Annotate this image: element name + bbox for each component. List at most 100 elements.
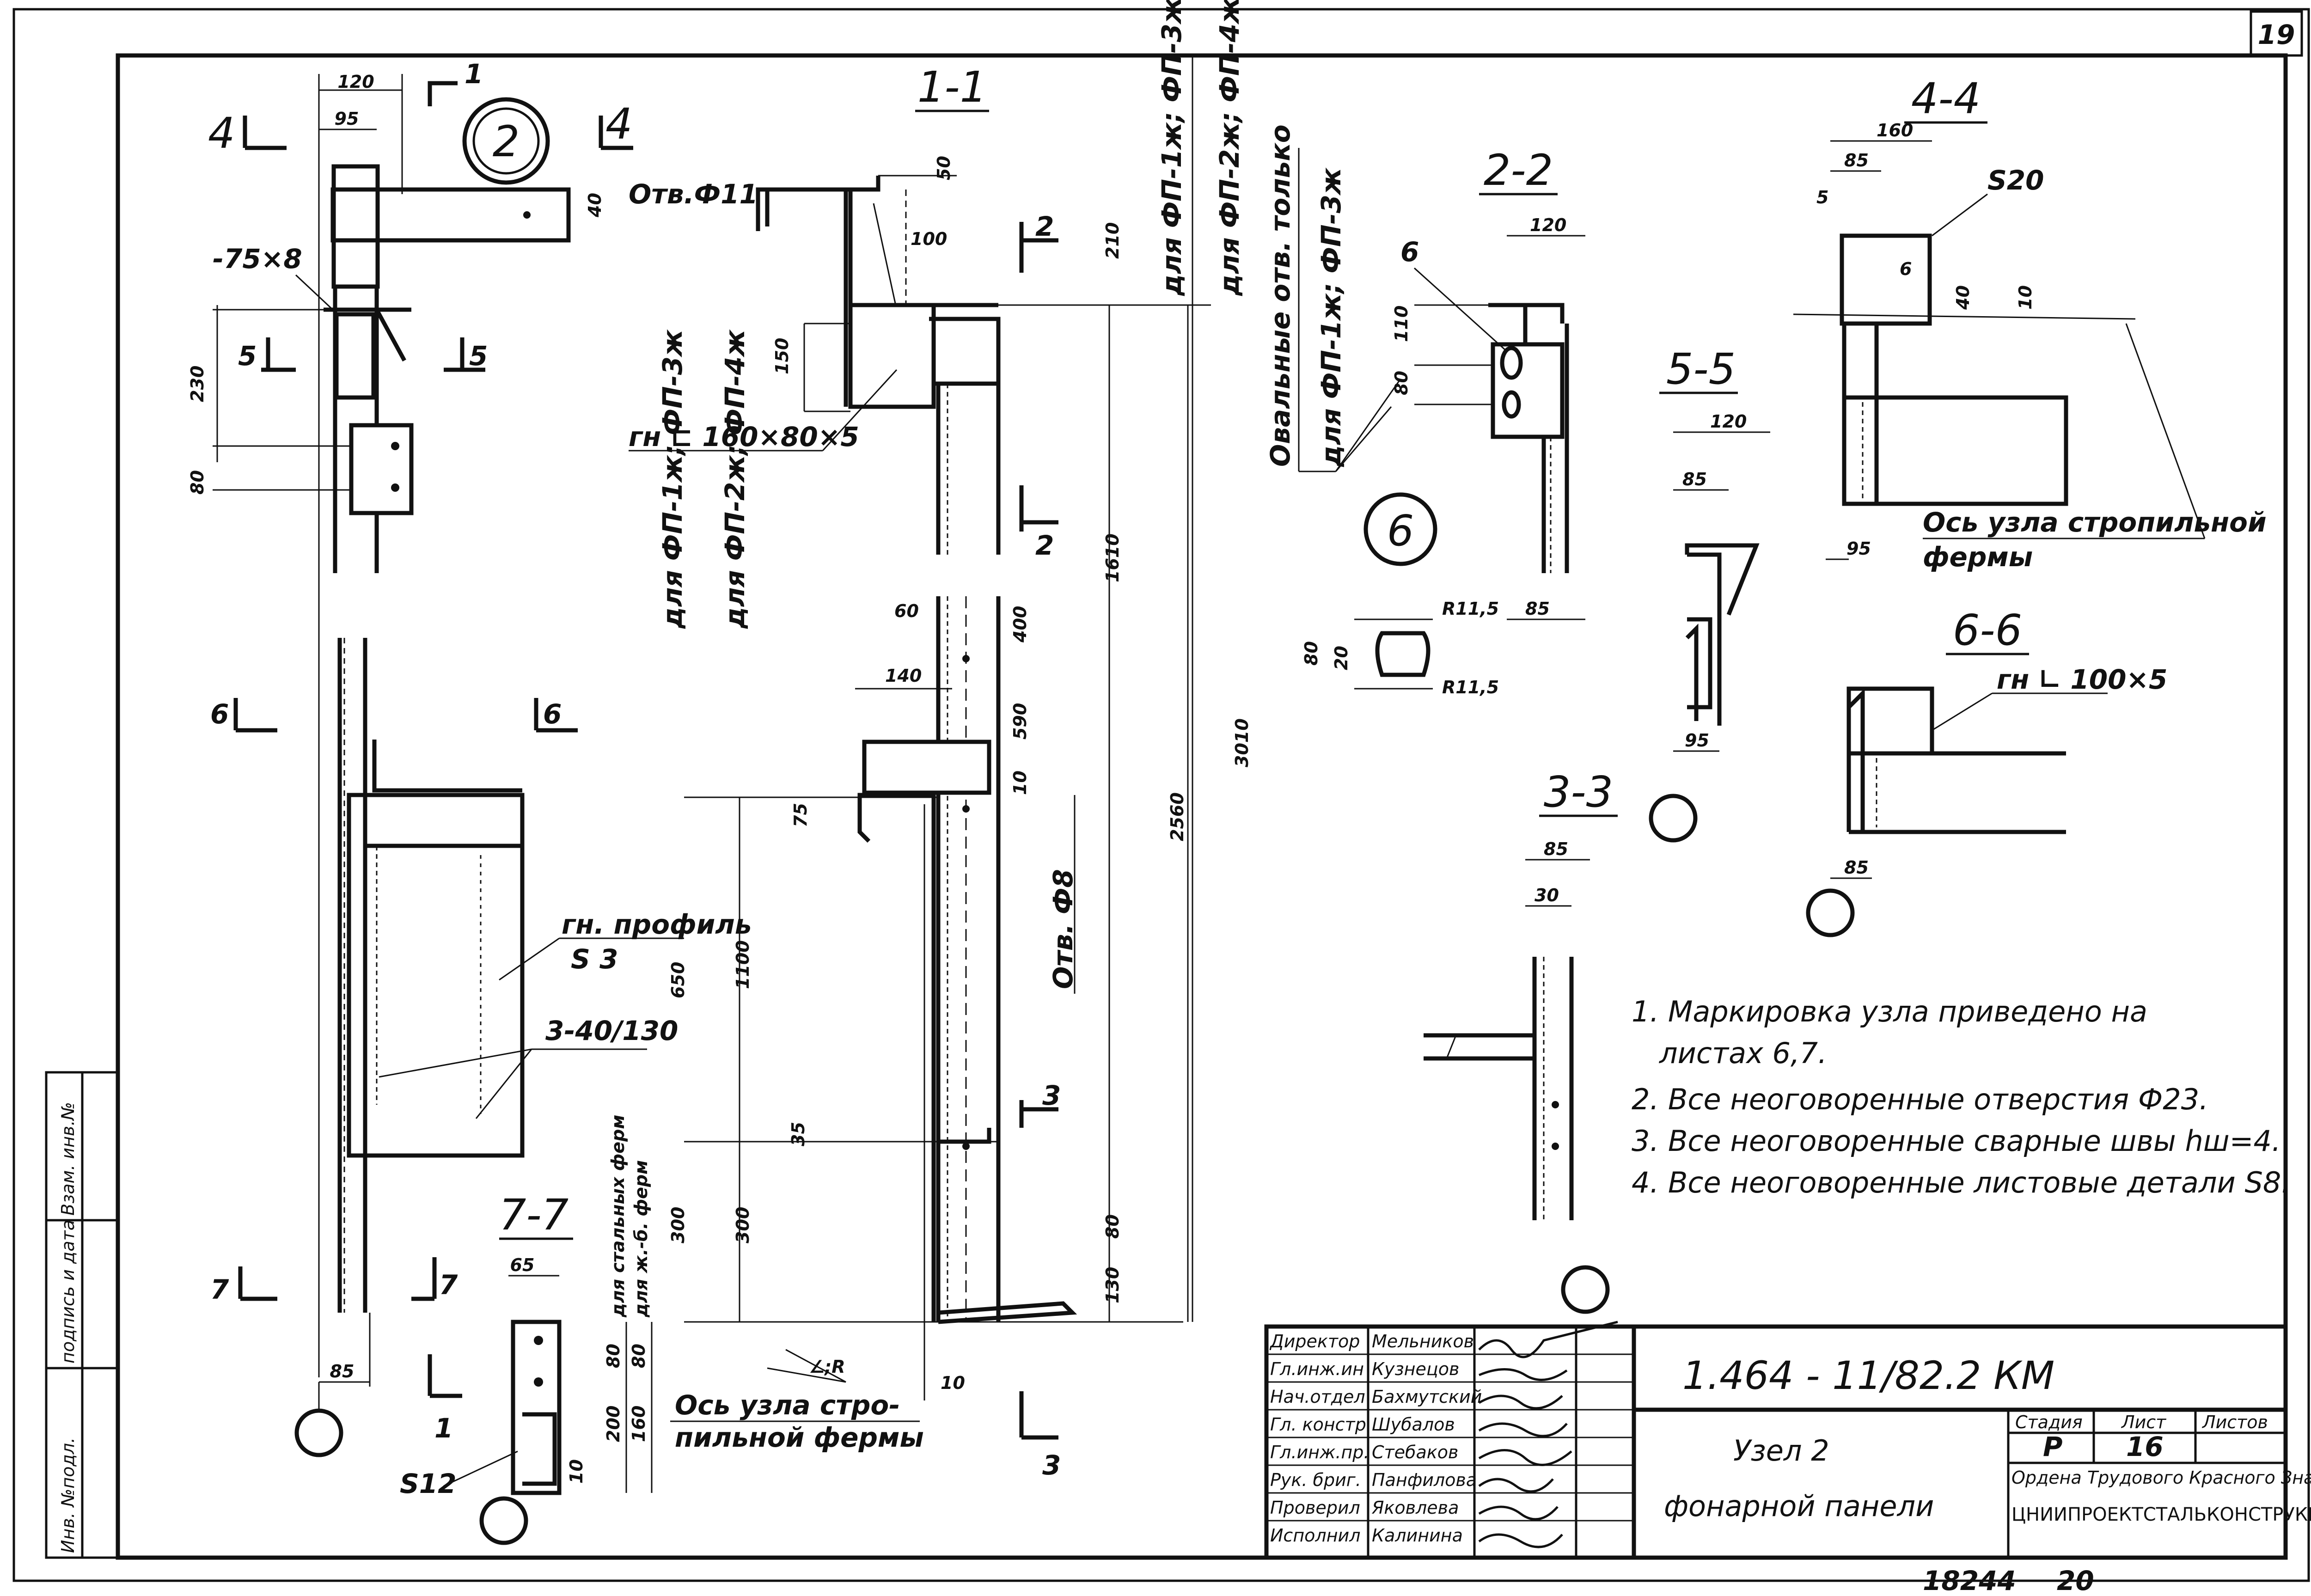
s11-d80: 80 <box>1102 1214 1123 1239</box>
s44-d6: 6 <box>1900 259 1912 279</box>
s11-d50: 50 <box>934 156 954 180</box>
for-steel: для стальных ферм <box>608 1115 628 1318</box>
s33-d85: 85 <box>1544 839 1568 859</box>
node-2-marker <box>462 97 550 185</box>
s44-d85: 85 <box>1844 150 1869 171</box>
stamp-replace: Взам. инв.№ <box>58 1102 78 1216</box>
tb-org-1: Ордена Трудового Красного Знамени <box>2011 1468 2311 1488</box>
s11-d2560: 2560 <box>1167 792 1187 841</box>
s44-axis1: Ось узла стропильной <box>1923 507 2267 538</box>
elev-d85: 85 <box>330 1361 355 1382</box>
s22-d85: 85 <box>1525 599 1550 619</box>
section-5-5-title: 5-5 <box>1666 344 1736 394</box>
cut-4-right: 4 <box>605 99 633 149</box>
elevation-view: 120 95 40 Отв.Ф11 2 1 4 4 -75×8 230 <box>187 58 758 1457</box>
s22-d6: 6 <box>1400 236 1419 268</box>
elev-weld: 3-40/130 <box>545 1015 678 1046</box>
cut-2-bottom: 2 <box>1035 530 1054 561</box>
section-3-3-title: 3-3 <box>1544 767 1613 817</box>
detail-6-label: 6 <box>1387 506 1414 556</box>
s11-d3010: 3010 <box>1232 718 1252 767</box>
tb-sheet: 16 <box>2126 1431 2164 1462</box>
s44-d5: 5 <box>1816 187 1828 208</box>
elev-profile: гн. профиль <box>562 909 752 940</box>
s77-d10: 10 <box>566 1459 587 1484</box>
section-6-6-title: 6-6 <box>1953 605 2022 655</box>
tb-name-7: Калинина <box>1372 1525 1463 1546</box>
s55-d120: 120 <box>1710 411 1747 432</box>
cut-5-left: 5 <box>238 340 257 372</box>
sheet-number: 19 <box>2258 19 2295 50</box>
s11-axis1: Ось узла стро- <box>675 1389 900 1421</box>
stamp-sign: подпись и дата <box>58 1220 78 1364</box>
for-rc: для ж.-б. ферм <box>631 1160 651 1318</box>
s77-d80b: 80 <box>629 1344 649 1368</box>
cut-6-left: 6 <box>210 698 229 730</box>
elev-d120: 120 <box>337 72 374 92</box>
footer-format: 20 <box>2057 1565 2094 1596</box>
node-2-label: 2 <box>493 117 520 166</box>
tb-role-6: Проверил <box>1270 1498 1360 1518</box>
s77-d160: 160 <box>629 1406 649 1442</box>
section-5-5: 5-5 120 85 95 <box>1649 344 1770 843</box>
s11-d10: 10 <box>1010 770 1030 795</box>
s77-d65: 65 <box>510 1255 535 1275</box>
tb-title-1: Узел 2 <box>1733 1434 1829 1468</box>
s44-d95: 95 <box>1846 538 1871 559</box>
elev-d80: 80 <box>187 470 208 495</box>
s11-radius: ∠;R <box>809 1357 845 1377</box>
section-3-3: 3-3 85 30 <box>1424 767 1618 1314</box>
s11-d35: 35 <box>788 1122 808 1146</box>
s11-d400: 400 <box>1010 606 1030 643</box>
cut-4-left: 4 <box>208 109 235 158</box>
tb-name-3: Шубалов <box>1372 1414 1455 1435</box>
s44-d40: 40 <box>1953 285 1973 310</box>
cut-2-top: 2 <box>1035 211 1054 242</box>
s22-r1: R11,5 <box>1442 599 1499 619</box>
note-3: 3. Все неоговоренные сварные швы hш=4. <box>1632 1124 2281 1158</box>
s55-d95: 95 <box>1685 730 1709 751</box>
signatures <box>1478 1321 1618 1548</box>
s44-d10: 10 <box>2015 285 2036 310</box>
s11-d300b: 300 <box>733 1207 753 1243</box>
section-7-7-title: 7-7 <box>499 1190 569 1240</box>
sheet-number-box <box>2250 10 2303 57</box>
s77-d80a: 80 <box>603 1344 624 1368</box>
inner-frame <box>116 53 2288 1560</box>
s44-s20: S20 <box>1987 165 2044 196</box>
detail-6-marker <box>1363 492 1437 566</box>
tb-name-6: Яковлева <box>1371 1498 1459 1518</box>
cut-1-bottom: 1 <box>434 1413 453 1444</box>
for-fp1-top: для ФП-1ж; ФП-3ж <box>1156 0 1187 296</box>
s11-d210: 210 <box>1102 222 1123 259</box>
tb-name-5: Панфилова <box>1372 1470 1477 1490</box>
s11-hole8: Отв. Ф8 <box>1047 869 1079 989</box>
oval-note-1: Овальные отв. только <box>1265 124 1296 467</box>
s11-channel: гн ⊏ 160×80×5 <box>629 421 859 453</box>
s77-d200: 200 <box>603 1406 624 1442</box>
cut-7-right: 7 <box>439 1269 458 1301</box>
elev-d95: 95 <box>335 109 359 129</box>
s77-s12: S12 <box>400 1468 457 1499</box>
s11-d1610: 1610 <box>1102 533 1123 582</box>
s11-d150: 150 <box>772 338 792 374</box>
tb-name-0: Мельников <box>1372 1331 1474 1351</box>
s11-d650: 650 <box>668 962 688 998</box>
cut-3-top: 3 <box>1042 1080 1061 1111</box>
tb-org-2: ЦНИИПРОЕКТСТАЛЬКОНСТРУКЦИЯ <box>2011 1504 2311 1525</box>
tb-sheets-label: Листов <box>2201 1412 2268 1432</box>
section-6-6: 6-6 гн ∟ 100×5 85 <box>1806 605 2167 937</box>
tb-role-1: Гл.инж.ин <box>1270 1359 1364 1379</box>
tb-name-1: Кузнецов <box>1372 1359 1459 1379</box>
s11-d1100: 1100 <box>733 940 753 989</box>
section-1-1: 1-1 50 100 150 2 2 гн ⊏ 160×80×5 <box>629 0 1252 1481</box>
title-block: Директор Гл.инж.ин Нач.отдел Гл. констр … <box>1264 1321 2311 1560</box>
tb-name-2: Бахмутский <box>1372 1387 1482 1407</box>
note-1b: листах 6,7. <box>1659 1036 1827 1070</box>
s11-d130: 130 <box>1102 1267 1123 1303</box>
s55-d85: 85 <box>1682 469 1707 489</box>
s11-d60: 60 <box>894 601 919 621</box>
section-2-2-title: 2-2 <box>1484 146 1553 195</box>
tb-role-3: Гл. констр <box>1270 1414 1366 1435</box>
